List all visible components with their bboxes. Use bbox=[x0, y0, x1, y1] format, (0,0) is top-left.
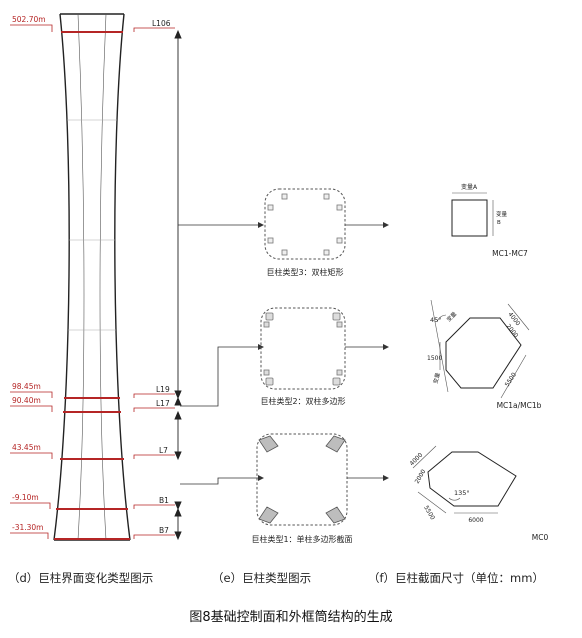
poly1-var1: 变量 bbox=[445, 310, 459, 324]
level-label-l106: L106 bbox=[152, 19, 171, 28]
rect-side-var2: B bbox=[497, 220, 501, 226]
left-level-markers bbox=[10, 24, 53, 539]
poly1-angle: 45° bbox=[430, 316, 442, 324]
right-level-markers bbox=[133, 27, 175, 539]
level-label-m9: -9.10m bbox=[12, 493, 39, 502]
poly2-2000: 2000 bbox=[414, 468, 428, 485]
poly1-var2: 变量 bbox=[431, 371, 442, 384]
caption-f: （f）巨柱截面尺寸（单位：mm） bbox=[368, 571, 544, 585]
poly1-name: MC1a/MC1b bbox=[497, 401, 542, 410]
column-type2: 巨柱类型2：双柱多边形 bbox=[260, 307, 346, 406]
poly2-angle: 135° bbox=[454, 489, 470, 497]
control-planes bbox=[54, 31, 130, 540]
poly2-5500: 5500 bbox=[422, 505, 436, 522]
section-poly2: 4000 2000 5500 135° 6000 MC0 bbox=[408, 445, 549, 542]
tower-left-edge bbox=[53, 13, 70, 541]
poly2-name: MC0 bbox=[532, 533, 549, 542]
level-label-m31: -31.30m bbox=[12, 523, 43, 532]
section-rect: 变量A 变量 B MC1-MC7 bbox=[451, 183, 528, 258]
rect-name: MC1-MC7 bbox=[492, 249, 528, 258]
tower-inner-line-right bbox=[99, 13, 107, 541]
tower-floor-lines bbox=[67, 119, 117, 331]
type1-outline bbox=[256, 433, 348, 526]
poly2-shape bbox=[427, 451, 517, 507]
poly2-6000: 6000 bbox=[468, 517, 483, 524]
column-type3: 巨柱类型3：双柱矩形 bbox=[264, 188, 346, 277]
type3-label: 巨柱类型3：双柱矩形 bbox=[266, 267, 343, 277]
right-level-labels: L106 L19 L17 L7 B1 B7 bbox=[152, 19, 171, 535]
rect-side-var: 变量 bbox=[496, 210, 508, 218]
caption-d: （d）巨柱界面变化类型图示 bbox=[8, 571, 154, 585]
figure-title: 图8基础控制面和外框筒结构的生成 bbox=[189, 610, 393, 625]
type3-outline bbox=[264, 188, 346, 260]
level-label-l17: L17 bbox=[156, 399, 170, 408]
rect-top-var: 变量A bbox=[461, 183, 478, 191]
poly1-1500: 1500 bbox=[427, 355, 442, 362]
section-poly1: 45° 变量 变量 4000 2000 1500 5500 MC1a/MC1b bbox=[427, 299, 542, 410]
level-label-98: 98.45m bbox=[12, 382, 41, 391]
poly1-5500: 5500 bbox=[504, 371, 518, 388]
level-label-b7: B7 bbox=[159, 526, 169, 535]
column-type1: 巨柱类型1：单柱多边形截面 bbox=[251, 433, 353, 544]
tower-inner-line-left bbox=[77, 13, 85, 541]
level-label-b1: B1 bbox=[159, 496, 169, 505]
rect-section-shape bbox=[451, 199, 488, 237]
level-label-43: 43.45m bbox=[12, 443, 41, 452]
level-label-l19: L19 bbox=[156, 385, 170, 394]
left-level-labels: 502.70m 98.45m 90.40m 43.45m -9.10m -31.… bbox=[12, 15, 46, 532]
level-label-90: 90.40m bbox=[12, 396, 41, 405]
level-label-502: 502.70m bbox=[12, 15, 46, 24]
type2-outline bbox=[260, 307, 346, 390]
tower-right-edge bbox=[114, 13, 131, 541]
caption-e: （e）巨柱类型图示 bbox=[212, 571, 312, 585]
type1-label: 巨柱类型1：单柱多边形截面 bbox=[251, 534, 352, 544]
connector-lines bbox=[178, 224, 258, 485]
level-label-l7: L7 bbox=[159, 446, 168, 455]
range-bracket bbox=[174, 29, 182, 541]
type2-label: 巨柱类型2：双柱多边形 bbox=[260, 396, 345, 406]
poly1-shape bbox=[445, 317, 522, 389]
tower-elevation bbox=[53, 13, 131, 541]
